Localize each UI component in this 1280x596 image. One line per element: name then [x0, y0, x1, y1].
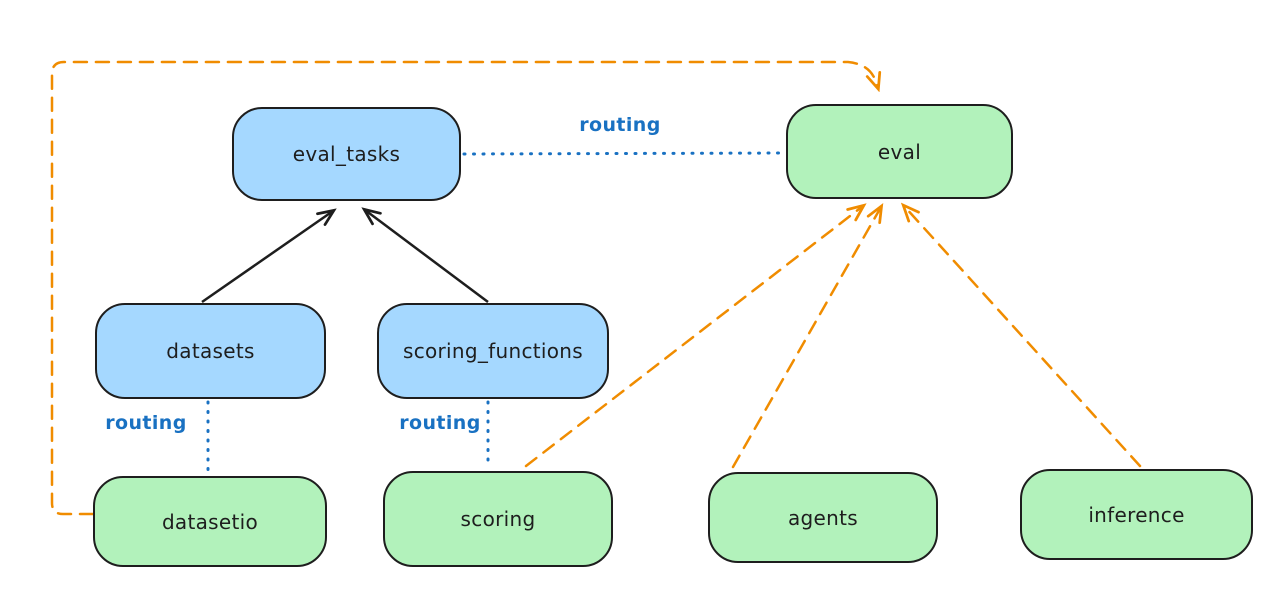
edge-scoring-functions-to-eval-tasks — [365, 210, 489, 304]
node-datasetio: datasetio — [93, 476, 327, 567]
node-eval: eval — [786, 104, 1013, 199]
edge-routing-eval-tasks-to-eval — [462, 151, 786, 156]
node-scoring-functions: scoring_functions — [377, 303, 609, 399]
edge-scoring-to-eval — [524, 206, 863, 468]
node-eval-tasks: eval_tasks — [232, 107, 461, 201]
node-inference-label: inference — [1088, 502, 1185, 527]
node-datasets-label: datasets — [166, 339, 255, 363]
edge-datasetio-to-eval — [50, 60, 878, 516]
edge-label-routing-eval-tasks-eval: routing — [579, 114, 661, 136]
node-eval-label: eval — [877, 139, 922, 164]
node-datasetio-label: datasetio — [161, 509, 259, 534]
edge-inference-to-eval — [904, 206, 1142, 468]
edge-agents-to-eval — [731, 207, 881, 469]
node-eval-tasks-label: eval_tasks — [292, 142, 401, 166]
edge-datasets-to-eval-tasks — [201, 211, 333, 304]
edge-label-routing-datasets-datasetio: routing — [105, 412, 187, 434]
node-agents: agents — [708, 472, 938, 563]
node-agents-label: agents — [788, 505, 858, 530]
node-scoring-label: scoring — [460, 507, 536, 531]
node-scoring: scoring — [383, 471, 613, 567]
edge-label-routing-scoring-functions-scoring: routing — [399, 412, 481, 434]
node-inference: inference — [1020, 469, 1253, 560]
node-datasets: datasets — [95, 303, 326, 399]
node-scoring-functions-label: scoring_functions — [402, 339, 584, 363]
